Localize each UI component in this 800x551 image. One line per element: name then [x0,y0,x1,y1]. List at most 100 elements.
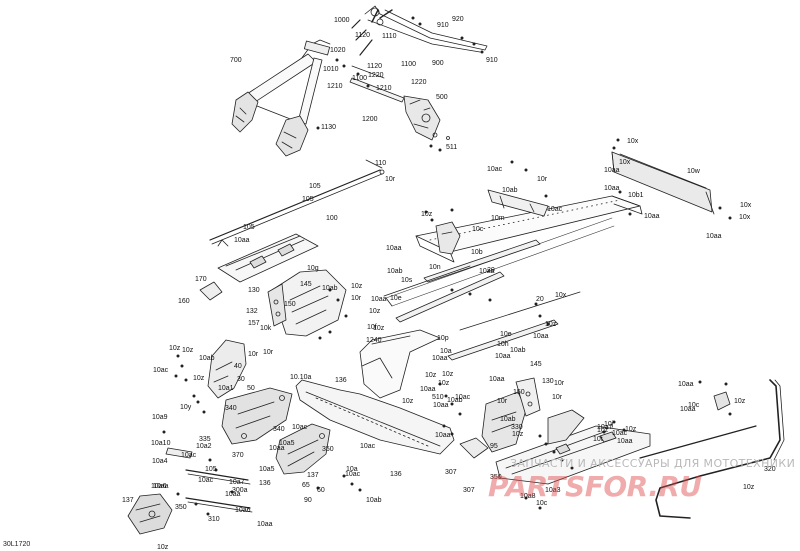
part-callout-c12: 900 [432,60,444,67]
part-callout-c81: 10z [169,345,181,352]
part-callout-c140: 10ac [345,471,361,478]
part-callout-c61: 150 [284,301,296,308]
part-callout-c80: 10a [440,348,452,355]
part-callout-c16: 1220 [411,79,427,86]
part-callout-c41: 10z [421,211,433,218]
part-callout-c123: 10ac [292,424,308,431]
part-callout-c168: 10aa [680,406,696,413]
part-callout-c25: 10w [687,168,700,175]
part-callout-c8: 1010 [323,66,339,73]
watermark-tagline: ЗАПЧАСТИ И АКСЕССУАРЫ ДЛЯ МОТОТЕХНИКИ [510,457,796,470]
part-callout-c20: 1130 [321,124,337,131]
part-callout-c114: 10ac [455,394,471,401]
part-callout-c82: 10z [182,347,194,354]
part-callout-c47: 10b [471,249,483,256]
front-support-left [207,339,247,399]
part-callout-c128: 10a2 [196,443,212,450]
part-callout-c167: 10z [625,426,637,433]
part-callout-c118: 335 [199,436,211,443]
watermark-logo: PARTSFOR.RU [488,470,702,503]
part-callout-c117: 10a10 [151,440,171,447]
part-callout-c46: 10aa [386,245,402,252]
part-callout-c36: 10x [740,202,752,209]
part-callout-c156: 137 [122,497,134,504]
part-callout-c78: 10ab [510,347,526,354]
hardware-dots [162,138,732,516]
part-callout-c149: 10a7 [229,479,245,486]
part-callout-c37: 10m [491,215,505,222]
part-callout-c39: 10aa [706,233,722,240]
front-a-arm-right [275,423,331,475]
part-callout-c65: 20 [536,296,544,303]
part-callout-c72: 10e [500,331,512,338]
part-callout-c132: 350 [322,446,334,453]
part-callout-c21: 511 [446,144,458,151]
part-callout-c38: 10x [739,214,751,221]
part-callout-c158: 10a6 [235,507,251,514]
diagram-reference-code: 30L1720 [3,541,31,548]
part-callout-c84: 10r [248,351,259,358]
part-callout-c60: 160 [178,298,190,305]
part-callout-c66: 157 [248,320,260,327]
part-callout-c79: 10aa [432,355,448,362]
part-callout-c139: 10a [346,466,358,473]
bracket-10c-upper [435,221,461,255]
part-callout-c169: 10z [597,427,609,434]
part-callout-c51: 10ab [387,268,403,275]
part-callout-c77: 10h [497,341,509,348]
part-callout-c157: 350 [175,504,187,511]
part-callout-c96: 130 [542,378,554,385]
part-callout-c9: 1220 [368,72,384,79]
part-callout-c109: 10r [497,398,508,405]
part-callout-c86: 40 [234,363,242,370]
part-callout-c112: 340 [225,405,237,412]
part-callout-c31: 105 [309,183,321,190]
part-callout-c54: 170 [195,276,207,283]
part-callout-c93: 136 [335,377,347,384]
left-side-bracket [267,269,347,337]
part-callout-c165: 10z [157,544,169,551]
part-callout-c95: 10z [442,371,454,378]
part-callout-c59: 10r [351,295,362,302]
part-callout-c83: 10ab [199,355,215,362]
part-callout-c147: 10ab [366,497,382,504]
part-callout-c57: 10ab [322,285,338,292]
bracket-10m [487,189,549,217]
part-callout-c43: 105 [302,196,314,203]
part-callout-c5: 1110 [382,33,397,40]
rail-10e [383,265,581,331]
rear-bumper-10w [611,151,715,215]
part-callout-c52: 10aa [479,268,495,275]
part-callout-c17: 1210 [376,85,392,92]
part-callout-c26: 10ac [487,166,503,173]
part-callout-c24: 10x [627,138,639,145]
steering-support-assembly [231,5,488,157]
bracket-10c-right [713,391,731,411]
part-callout-c130: 95 [490,443,498,450]
part-callout-c163: 10z [743,484,755,491]
part-callout-c97: 10aa [489,376,505,383]
part-callout-c166: 10j [604,421,614,428]
part-callout-c155: 10a8 [520,493,536,500]
part-callout-c137: 370 [232,452,244,459]
part-callout-c6: 1020 [330,47,346,54]
part-callout-c67: 10z [369,308,381,315]
part-callout-c98: 10z [438,380,450,387]
belly-pan [295,329,455,455]
part-callout-c122: 340 [273,426,285,433]
part-callout-c1: 1000 [334,17,350,24]
part-callout-c152: 300a [232,487,248,494]
part-callout-c106: 10y [180,404,192,411]
part-callout-c136: 10aa [153,483,169,490]
part-callout-c103: 10r [554,380,565,387]
part-callout-c124: 10ab [500,416,516,423]
part-callout-c14: 700 [230,57,242,64]
part-callout-c88: 10aa [495,353,511,360]
part-callout-c13: 910 [486,57,498,64]
part-callout-c4: 1120 [355,32,371,39]
lower-links [165,447,253,513]
part-callout-c55: 145 [300,281,312,288]
part-callout-c162: 10aa [257,521,273,528]
part-callout-c154: 10a3 [545,487,561,494]
